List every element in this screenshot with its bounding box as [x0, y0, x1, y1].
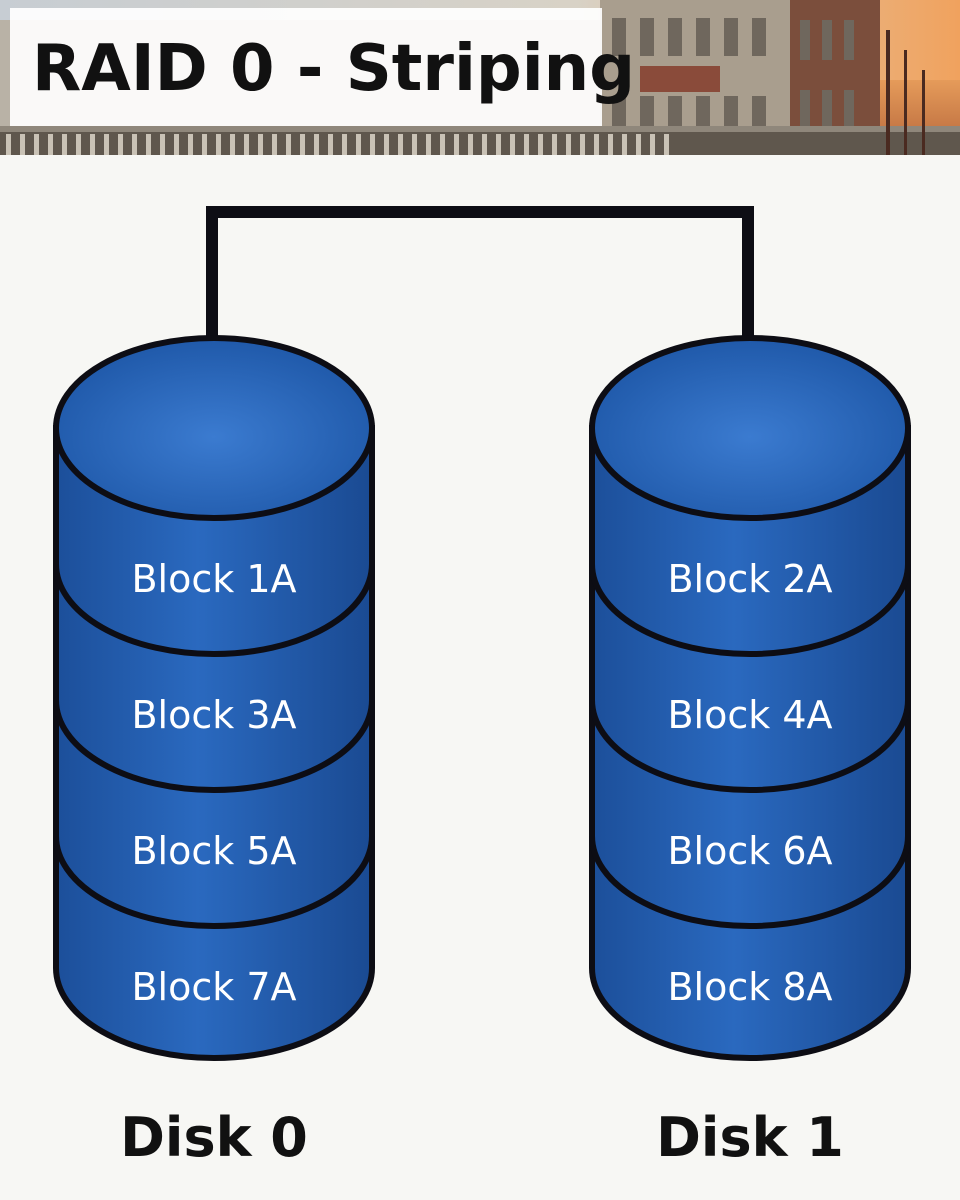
- connector-line: [206, 206, 754, 338]
- disk-1-divider-3: [589, 835, 911, 929]
- disk-1-divider-1: [589, 563, 911, 657]
- disk-0-divider-3: [53, 835, 375, 929]
- disk-1-top: [589, 335, 911, 521]
- disk-0-body: [53, 425, 375, 1061]
- disk-1-divider-2: [589, 699, 911, 793]
- disk-0-block-2: Block 3A: [131, 693, 296, 737]
- disk-0: Block 1A Block 3A Block 5A Block 7A: [53, 335, 375, 1061]
- disk-1-block-3: Block 6A: [667, 829, 832, 873]
- disk-0-label: Disk 0: [120, 1106, 308, 1169]
- disk-1-block-1: Block 2A: [667, 557, 832, 601]
- title-box: RAID 0 - Striping: [10, 8, 635, 126]
- disk-1-block-2: Block 4A: [667, 693, 832, 737]
- disk-1: Block 2A Block 4A Block 6A Block 8A: [589, 335, 911, 1061]
- disk-0-block-4: Block 7A: [131, 965, 296, 1009]
- disk-0-divider-1: [53, 563, 375, 657]
- page-title: RAID 0 - Striping: [32, 32, 635, 106]
- disk-0-top: [53, 335, 375, 521]
- disk-0-block-1: Block 1A: [131, 557, 296, 601]
- disk-1-label: Disk 1: [656, 1106, 844, 1169]
- disk-1-block-4: Block 8A: [667, 965, 832, 1009]
- disk-0-block-3: Block 5A: [131, 829, 296, 873]
- disk-1-body: [589, 425, 911, 1061]
- disk-0-divider-2: [53, 699, 375, 793]
